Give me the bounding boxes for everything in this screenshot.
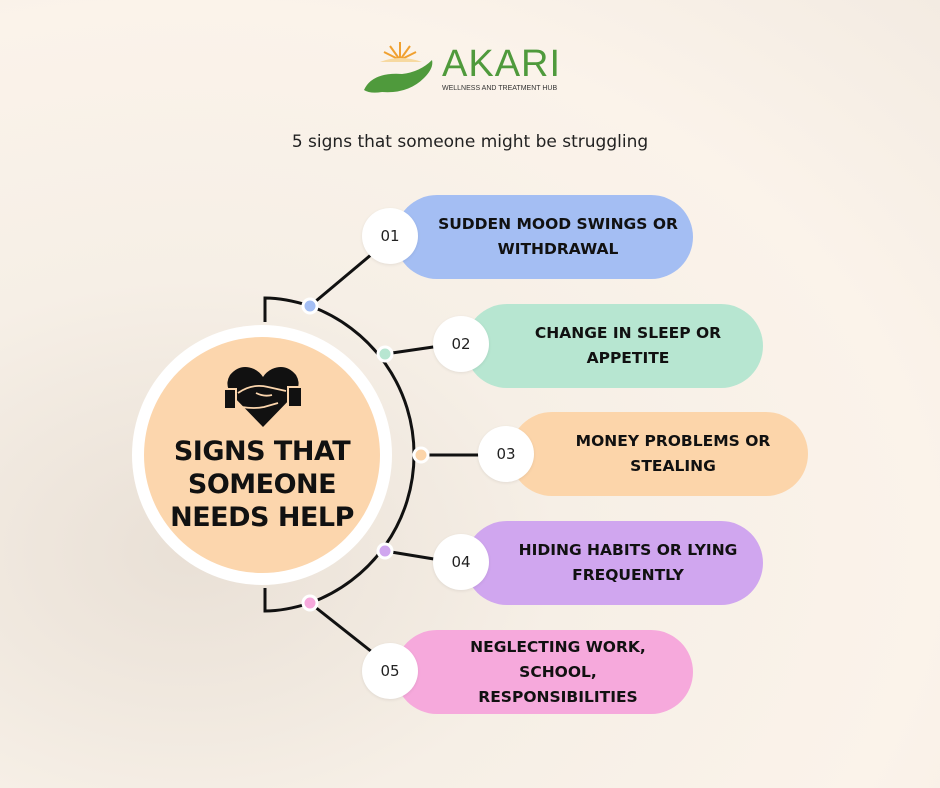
sign-text: CHANGE IN SLEEP OR APPETITE: [534, 324, 722, 367]
connector-1: [309, 252, 373, 308]
connector-dot-5: [301, 594, 319, 612]
connector-5: [309, 601, 373, 654]
sign-card-1: SUDDEN MOOD SWINGS OR WITHDRAWAL: [395, 195, 693, 279]
subtitle: 5 signs that someone might be struggling: [291, 132, 649, 152]
connector-2: [384, 344, 441, 356]
hub-circle: SIGNS THAT SOMEONE NEEDS HELP: [144, 337, 380, 573]
connector-dot-3: [412, 446, 430, 464]
hub-title: SIGNS THAT SOMEONE NEEDS HELP: [170, 436, 354, 533]
connector-dot-1: [301, 297, 319, 315]
sign-number: 03: [478, 426, 534, 482]
heart-handshake-icon: [224, 367, 302, 427]
logo-tagline: WELLNESS AND TREATMENT HUB: [442, 85, 558, 92]
connector-dot-4: [376, 542, 394, 560]
connector-4: [384, 549, 441, 562]
sign-text: NEGLECTING WORK, SCHOOL, RESPONSIBILITIE…: [470, 637, 646, 706]
sign-card-5: NEGLECTING WORK, SCHOOL, RESPONSIBILITIE…: [395, 630, 693, 714]
sign-number: 04: [433, 534, 489, 590]
connector-dot-2: [376, 345, 394, 363]
sign-text: MONEY PROBLEMS OR STEALING: [575, 432, 771, 475]
sign-text: HIDING HABITS OR LYING FREQUENTLY: [518, 541, 738, 584]
logo-name: AKARI: [442, 43, 562, 85]
sign-number: 05: [362, 643, 418, 699]
hand-sun-logo-icon: [364, 42, 433, 93]
akari-logo: AKARI WELLNESS AND TREATMENT HUB: [362, 38, 562, 98]
sign-number: 02: [433, 316, 489, 372]
sign-card-2: CHANGE IN SLEEP OR APPETITE: [465, 304, 763, 388]
sign-card-3: MONEY PROBLEMS OR STEALING: [510, 412, 808, 496]
sign-number: 01: [362, 208, 418, 264]
sign-text: SUDDEN MOOD SWINGS OR WITHDRAWAL: [438, 215, 678, 258]
sign-card-4: HIDING HABITS OR LYING FREQUENTLY: [465, 521, 763, 605]
